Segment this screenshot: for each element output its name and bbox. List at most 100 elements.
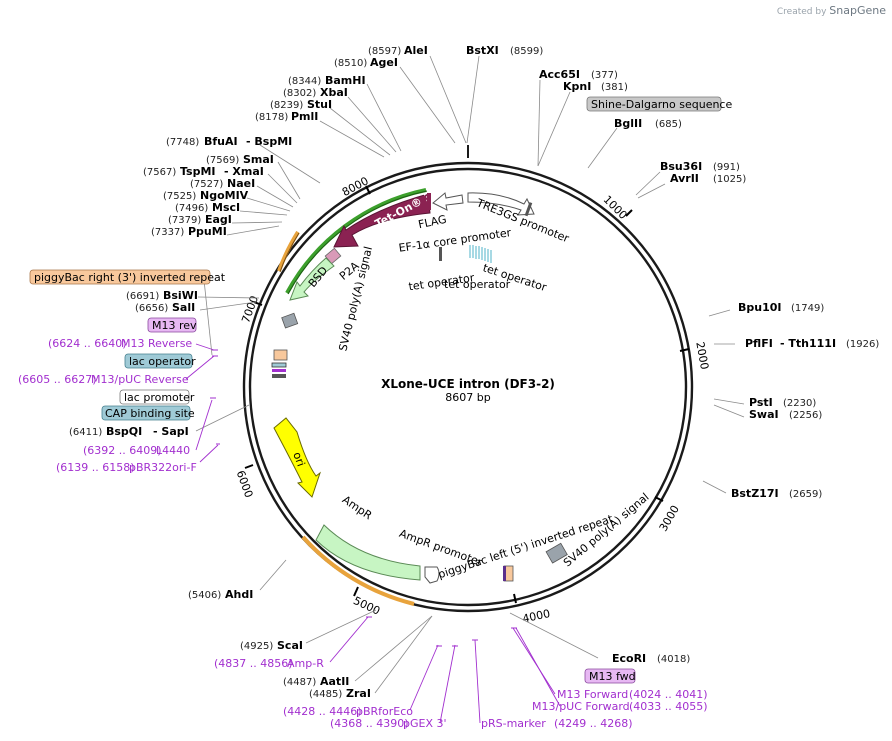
primer-m13-reverse[interactable]: M13 Reverse xyxy=(121,337,192,350)
ef1a-arrow xyxy=(432,192,464,211)
flag-label: FLAG xyxy=(417,213,448,232)
site-pos-scai: (4925) xyxy=(240,641,273,652)
site-bsiwi[interactable]: BsiWI xyxy=(163,289,198,302)
site-pos-smai: (7569) xyxy=(206,155,239,166)
snapgene-logo: SnapGene xyxy=(829,4,886,17)
site-smai[interactable]: SmaI xyxy=(243,153,274,166)
site-aatii[interactable]: AatII xyxy=(320,675,349,688)
primer-leaders xyxy=(185,343,561,724)
primer-pos-m13puc-forward: (4033 .. 4055) xyxy=(629,700,708,713)
svg-text:CAP binding site: CAP binding site xyxy=(105,407,195,420)
site-bspmi[interactable]: - BspMI xyxy=(246,135,292,148)
plasmid-name: XLone-UCE intron (DF3-2) xyxy=(381,377,555,391)
site-kpni[interactable]: KpnI xyxy=(563,80,591,93)
site-bstxi[interactable]: BstXI xyxy=(466,44,499,57)
primer-pos-prs-marker: (4249 .. 4268) xyxy=(554,717,633,730)
orf-arc-lower xyxy=(301,535,415,606)
site-pflfi[interactable]: PflFI xyxy=(745,337,773,350)
svg-text:lac operator: lac operator xyxy=(129,355,196,368)
site-tspmi[interactable]: TspMI xyxy=(180,165,216,178)
ampr-label: AmpR xyxy=(340,493,375,522)
site-pos-acc65i: (377) xyxy=(591,70,618,81)
label-m13-fwd[interactable]: M13 fwd xyxy=(584,668,636,684)
primer-pgex3[interactable]: pGEX 3' xyxy=(403,717,447,730)
svg-text:M13 rev: M13 rev xyxy=(152,319,197,332)
site-agei[interactable]: AgeI xyxy=(370,56,398,69)
primer-amp-r[interactable]: Amp-R xyxy=(287,657,324,670)
site-bsu36i[interactable]: Bsu36I xyxy=(660,160,702,173)
site-pos-stui: (8239) xyxy=(270,100,303,111)
site-pos-ahdi: (5406) xyxy=(188,590,221,601)
primer-m13-forward[interactable]: M13 Forward xyxy=(557,688,628,701)
site-pos-zrai: (4485) xyxy=(309,689,342,700)
site-xmai[interactable]: - XmaI xyxy=(224,165,264,178)
site-bamhi[interactable]: BamHI xyxy=(325,74,366,87)
primer-prs-marker[interactable]: pRS-marker xyxy=(481,717,546,730)
tick-6000: 6000 xyxy=(234,469,256,500)
site-zrai[interactable]: ZraI xyxy=(346,687,371,700)
site-pos-bspqi: (6411) xyxy=(69,427,102,438)
primer-m13puc-forward[interactable]: M13/pUC Forward xyxy=(532,700,630,713)
label-cap-binding-site[interactable]: CAP binding site xyxy=(101,405,195,421)
site-bstz17i[interactable]: BstZ17I xyxy=(731,487,779,500)
ampr-arrow xyxy=(315,524,421,581)
site-pos-pmli: (8178) xyxy=(255,112,288,123)
primer-l4440[interactable]: L4440 xyxy=(156,444,190,457)
site-ecori[interactable]: EcoRI xyxy=(612,652,646,665)
site-bspqi[interactable]: BspQI xyxy=(106,425,142,438)
svg-text:M13 fwd: M13 fwd xyxy=(589,670,636,683)
flag-block xyxy=(427,193,431,210)
label-lac-promoter[interactable]: lac promoter xyxy=(119,389,195,405)
site-pos-naei: (7527) xyxy=(190,179,223,190)
site-stui[interactable]: StuI xyxy=(307,98,332,111)
site-alei[interactable]: AleI xyxy=(404,44,428,57)
site-scai[interactable]: ScaI xyxy=(277,639,303,652)
site-bpu10i[interactable]: Bpu10I xyxy=(738,301,782,314)
label-piggybac-right[interactable]: piggyBac right (3') inverted repeat xyxy=(29,269,226,285)
site-pmli[interactable]: PmlI xyxy=(291,110,318,123)
tick-4000: 4000 xyxy=(521,607,551,626)
svg-text:piggyBac right (3') inverted r: piggyBac right (3') inverted repeat xyxy=(34,271,226,284)
site-bfuai[interactable]: BfuAI xyxy=(204,135,238,148)
site-labels: (8597) AleI BstXI (8599) (8510) AgeI Acc… xyxy=(69,44,879,700)
site-sapi[interactable]: - SapI xyxy=(153,425,189,438)
label-lac-operator[interactable]: lac operator xyxy=(124,353,196,369)
primer-pbrforeco[interactable]: pBRforEco xyxy=(356,705,413,718)
site-naei[interactable]: NaeI xyxy=(227,177,255,190)
lac-block xyxy=(271,362,287,368)
ef1a-label: EF-1α core promoter xyxy=(398,226,513,255)
site-xbai[interactable]: XbaI xyxy=(320,86,348,99)
pb-right-block xyxy=(273,349,288,361)
svg-text:lac promoter: lac promoter xyxy=(124,391,195,404)
site-swai[interactable]: SwaI xyxy=(749,408,779,421)
primer-m13puc-reverse[interactable]: M13/pUC Reverse xyxy=(91,373,189,386)
site-eagi[interactable]: EagI xyxy=(205,213,232,226)
primer-pos-m13-reverse: (6624 .. 6640) xyxy=(48,337,127,350)
site-ppumi[interactable]: PpuMI xyxy=(188,225,227,238)
site-ahdi[interactable]: AhdI xyxy=(225,588,253,601)
ampr-promoter-arrow xyxy=(424,566,440,584)
backbone xyxy=(242,145,694,613)
site-pos-ppumi: (7337) xyxy=(151,227,184,238)
primer-pbr322ori-f[interactable]: pBR322ori-F xyxy=(129,461,197,474)
boxed-labels: Shine-Dalgarno sequence piggyBac right (… xyxy=(29,96,732,684)
site-sali[interactable]: SalI xyxy=(172,301,195,314)
orf-arc-green xyxy=(285,188,427,294)
primer-pos-pbrforeco: (4428 .. 4446) xyxy=(283,705,362,718)
label-m13-rev[interactable]: M13 rev xyxy=(147,317,197,333)
site-msci[interactable]: MscI xyxy=(212,201,240,214)
site-avrii[interactable]: AvrII xyxy=(670,172,699,185)
snapgene-branding: Created by SnapGene xyxy=(777,4,886,17)
site-pos-bsiwi: (6691) xyxy=(126,291,159,302)
site-bglii[interactable]: BglII xyxy=(614,117,642,130)
site-acc65i[interactable]: Acc65I xyxy=(539,68,580,81)
site-pos-bfuai: (7748) xyxy=(166,137,199,148)
site-pos-tspmi: (7567) xyxy=(143,167,176,178)
site-pos-bstxi: (8599) xyxy=(510,46,543,57)
site-ngomiv[interactable]: NgoMIV xyxy=(200,189,249,202)
label-shine-dalgarno[interactable]: Shine-Dalgarno sequence xyxy=(586,96,732,112)
lac-block-3 xyxy=(272,374,286,378)
site-tth111i[interactable]: - Tth111I xyxy=(780,337,836,350)
site-psti[interactable]: PstI xyxy=(749,396,773,409)
